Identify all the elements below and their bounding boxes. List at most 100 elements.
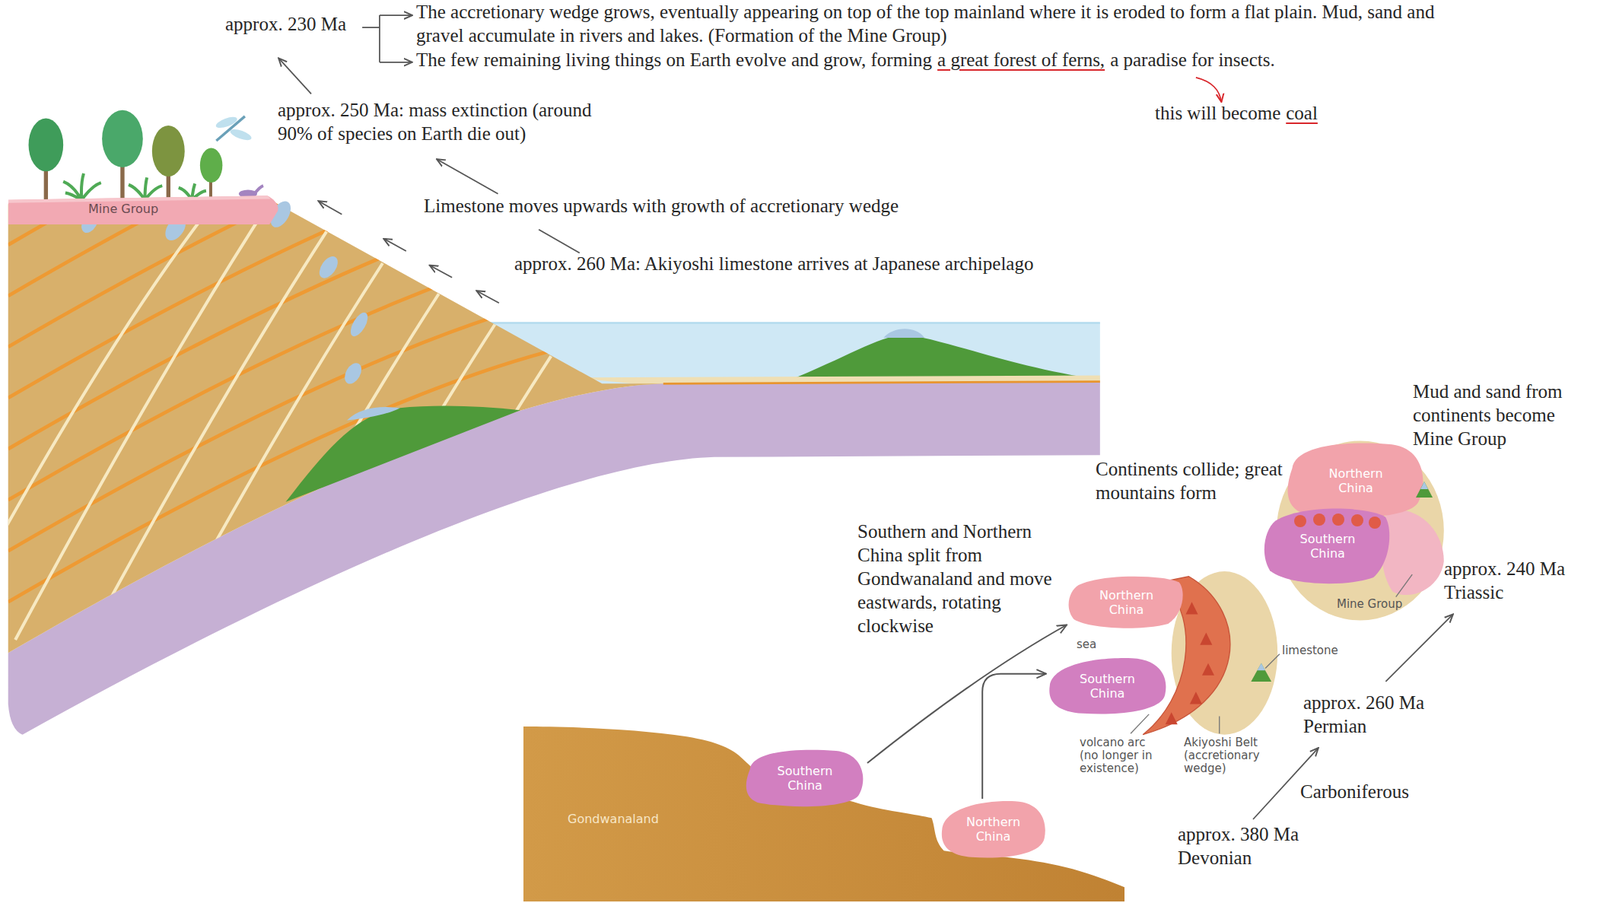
path-shape — [538, 229, 580, 254]
path-shape — [239, 324, 495, 764]
time-label: approx. 260 Ma Permian — [1303, 690, 1452, 738]
continent-block: Northern China — [1066, 573, 1187, 631]
path-shape — [746, 750, 864, 807]
annotation: this will become — [1154, 102, 1281, 124]
path-shape — [1264, 508, 1390, 585]
plate-line — [663, 381, 1101, 385]
annotation: The accretionary wedge grows, eventually… — [416, 0, 1459, 48]
node-label: Northern China — [1093, 588, 1161, 618]
path-shape — [1218, 716, 1220, 735]
path-shape — [15, 200, 271, 640]
path-shape — [1068, 576, 1184, 629]
tree — [28, 118, 64, 172]
path-shape — [436, 159, 498, 195]
path-shape — [476, 290, 500, 303]
path-shape — [278, 57, 312, 94]
continent-block: Southern China — [1262, 504, 1394, 588]
node-label: Southern China — [1294, 531, 1362, 561]
map-label: Akiyoshi Belt (accretionary wedge) — [1183, 736, 1276, 776]
path-shape — [1185, 601, 1198, 614]
path-shape — [1265, 654, 1280, 669]
path-shape — [1189, 691, 1203, 704]
path-shape — [379, 14, 413, 16]
path-shape — [523, 726, 1125, 902]
annotation: approx. 250 Ma: mass extinction (around … — [277, 98, 628, 146]
sea-surface — [489, 321, 1101, 325]
path-shape — [1288, 443, 1424, 519]
time-label: approx. 240 Ma Triassic — [1444, 556, 1593, 605]
path-shape — [362, 15, 380, 63]
continent-block: Northern China — [1283, 440, 1429, 521]
path-shape — [127, 263, 383, 703]
fern — [63, 173, 102, 201]
path-shape — [1396, 574, 1413, 598]
map-label: sea — [1076, 638, 1097, 652]
path-shape — [71, 231, 327, 671]
node-label: Southern China — [1074, 671, 1142, 701]
text-line: this will becomecoal — [1154, 101, 1324, 125]
seamount — [785, 334, 1101, 382]
volcanoes — [1165, 601, 1215, 725]
circle-shape — [1294, 515, 1307, 528]
underlined-text: coal — [1285, 102, 1318, 124]
continent-block: Southern China — [742, 747, 868, 809]
subducted-seamount — [286, 406, 521, 503]
node-label: Southern China — [771, 763, 839, 793]
time-label: approx. 380 Ma Devonian — [1177, 822, 1327, 870]
path-shape — [8, 332, 664, 602]
limestone-block — [341, 359, 366, 387]
red-arrow — [1196, 77, 1222, 102]
path-shape — [8, 179, 664, 449]
path-shape — [1385, 613, 1454, 682]
annotation: Limestone moves upwards with growth of a… — [423, 194, 899, 218]
path-shape — [183, 293, 439, 733]
circle-shape — [1368, 516, 1381, 529]
underlined-text: a great forest of ferns, — [937, 49, 1105, 70]
path-shape — [379, 61, 413, 64]
node-label: Northern China — [1322, 466, 1390, 496]
map-label: limestone — [1281, 644, 1339, 658]
limestone-block — [315, 253, 342, 282]
mine-group-area — [1381, 509, 1445, 595]
limestone-block — [346, 309, 371, 339]
wedge-strata — [0, 0, 664, 796]
path-shape — [1420, 481, 1429, 490]
map-label: Mine Group — [1336, 598, 1403, 611]
annotation: Continents collide; great mountains form — [1095, 457, 1290, 505]
node-label: Northern China — [960, 814, 1028, 844]
circle-shape — [1313, 513, 1326, 526]
path-shape — [1202, 663, 1215, 676]
tree — [101, 110, 144, 168]
path-shape — [8, 281, 664, 551]
path-shape — [941, 801, 1046, 859]
node-label: Mine Group — [88, 201, 159, 217]
g-shape — [1294, 513, 1381, 529]
circle-shape — [1351, 514, 1364, 527]
limestone-cap — [1256, 663, 1266, 671]
limestone-cap — [883, 328, 925, 338]
map-label: volcano arc (no longer in existence) — [1079, 736, 1168, 776]
cross-section — [0, 0, 1454, 820]
annotation: Mud and sand from continents become Mine… — [1412, 379, 1587, 451]
path-shape — [1415, 481, 1433, 498]
path-shape — [383, 238, 407, 252]
tree — [200, 147, 223, 183]
continent-block: Southern China — [1046, 655, 1169, 716]
path-shape — [1049, 658, 1166, 715]
text-line: The few remaining living things on Earth… — [416, 47, 1281, 72]
node-label: Gondwanaland — [567, 811, 659, 827]
time-label: approx. 230 Ma — [225, 12, 347, 36]
tree — [152, 125, 185, 177]
path-shape — [1165, 712, 1178, 725]
dragonfly-wing — [214, 114, 239, 131]
annotation: The few remaining living things on Earth… — [416, 49, 933, 70]
path-shape — [0, 202, 215, 613]
annotation: approx. 260 Ma: Akiyoshi limestone arriv… — [514, 251, 1034, 276]
movement-arrow — [982, 674, 1047, 799]
circle-shape — [1332, 513, 1345, 526]
time-label: Carboniferous — [1300, 779, 1410, 804]
movement-arrow — [867, 625, 1067, 764]
path-shape — [1130, 714, 1149, 734]
continent-block: Northern China — [938, 798, 1048, 860]
